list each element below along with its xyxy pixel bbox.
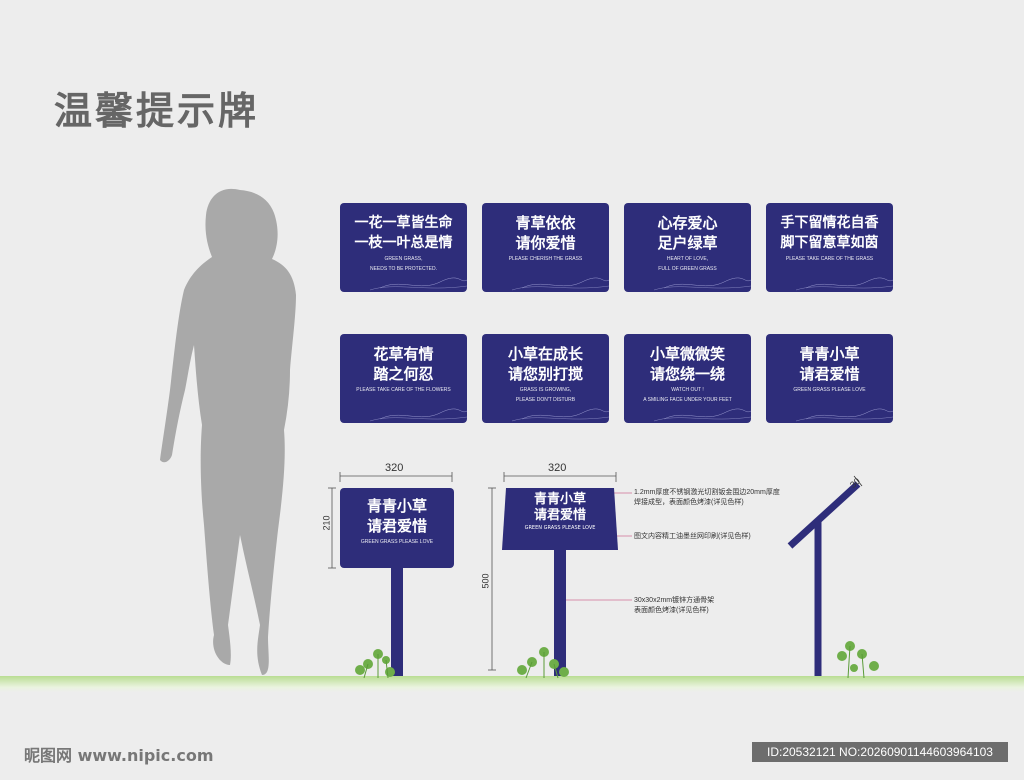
sign-6: 小草在成长请您别打搅 GRASS IS GROWING, PLEASE DON'T …: [482, 334, 609, 423]
side-view-diagram: [787, 475, 863, 678]
front-sign-en1: GREEN GRASS PLEASE LOVE: [360, 539, 434, 545]
sign-7: 小草微微笑请您绕一绕 WATCH OUT ! A SMILING FACE UNDE…: [624, 334, 751, 423]
front-height-label: 210: [321, 515, 332, 531]
sign-cn-line1: 心存爱心: [657, 214, 718, 232]
sign-8: 青青小草请君爱惜 GREEN GRASS PLEASE LOVE: [766, 334, 893, 423]
detail-sign-dimensions: [488, 472, 632, 671]
sign-cn-line1: 手下留情花自香: [780, 215, 879, 231]
detail-sign-cn1: 青青小草: [533, 492, 586, 507]
sign-wave-decoration: [653, 408, 751, 422]
sign-cn-line1: 小草微微笑: [649, 345, 725, 363]
sign-cn-line2: 踏之何忍: [373, 365, 434, 383]
callout-material-line2: 焊接成型，表面颜色烤漆(详见色样): [634, 499, 744, 506]
sign-cn-line1: 青青小草: [799, 345, 860, 363]
sign-3: 心存爱心足户绿草 HEART OF LOVE, FULL OF GREEN GRAS…: [624, 203, 751, 292]
sign-wave-decoration: [795, 277, 893, 291]
clover-plant-1: [355, 649, 395, 679]
detail-width-label: 320: [548, 462, 567, 474]
sign-wave-decoration: [369, 277, 467, 291]
sign-en-line1: PLEASE CHERISH THE GRASS: [508, 256, 583, 262]
front-sign-cn2: 请君爱惜: [366, 517, 427, 535]
sign-cn-line1: 青草依依: [515, 214, 576, 232]
sign-en-line1: PLEASE TAKE CARE OF THE GRASS: [785, 256, 874, 262]
callout-frame-line1: 30x30x2mm镀锌方通骨架: [634, 597, 715, 604]
callout-frame: 30x30x2mm镀锌方通骨架 表面颜色烤漆(详见色样): [634, 596, 714, 616]
sign-cn-line2: 请君爱惜: [799, 365, 860, 383]
sign-cn-line2: 一枝一叶总是情: [354, 235, 453, 251]
woman-silhouette: [160, 188, 296, 675]
sign-cn-line2: 脚下留意草如茵: [780, 235, 879, 251]
sign-4: 手下留情花自香脚下留意草如茵 PLEASE TAKE CARE OF THE GR…: [766, 203, 893, 292]
sign-en-line1: PLEASE TAKE CARE OF THE FLOWERS: [356, 387, 451, 393]
detail-sign-cn2: 请君爱惜: [533, 508, 586, 523]
sign-cn-line1: 花草有情: [373, 345, 434, 363]
sign-wave-decoration: [369, 408, 467, 422]
detail-height-label: 500: [480, 573, 491, 589]
sign-en-line1: WATCH OUT !: [671, 387, 704, 393]
sign-5: 花草有情踏之何忍 PLEASE TAKE CARE OF THE FLOWERS: [340, 334, 467, 423]
sign-en-line1: GREEN GRASS,: [384, 256, 423, 262]
sign-en-line1: HEART OF LOVE,: [666, 256, 709, 262]
clover-plant-3: [837, 641, 879, 679]
page-title: 温馨提示牌: [54, 89, 260, 133]
sign-en-line2: NEEDS TO BE PROTECTED.: [369, 266, 438, 272]
callout-material-line1: 1.2mm厚度不锈钢激光切割钣金围边20mm厚度: [634, 489, 780, 496]
sign-en-line1: GREEN GRASS PLEASE LOVE: [793, 387, 866, 393]
sign-en-line1: GRASS IS GROWING,: [519, 387, 572, 393]
clover-plant-2: [517, 647, 569, 679]
watermark-logo: 昵图网 www.nipic.com: [24, 746, 214, 765]
sign-cn-line2: 请您绕一绕: [649, 365, 725, 383]
sign-cn-line2: 请你爱惜: [515, 234, 576, 252]
callout-print: 图文内容精工油墨丝网印刷(详见色样): [634, 533, 751, 540]
callout-material: 1.2mm厚度不锈钢激光切割钣金围边20mm厚度 焊接成型，表面颜色烤漆(详见色…: [634, 488, 780, 508]
front-sign-cn1: 青青小草: [366, 497, 427, 515]
sign-en-line2: A SMILING FACE UNDER YOUR FEET: [643, 397, 732, 403]
watermark-id-bar: ID:20532121 NO:20260901144603964103: [752, 742, 1008, 762]
ground-grass: [0, 676, 1024, 692]
sign-2: 青草依依请你爱惜 PLEASE CHERISH THE GRASS: [482, 203, 609, 292]
detail-sign-en1: GREEN GRASS PLEASE LOVE: [524, 525, 596, 531]
sign-wave-decoration: [511, 408, 609, 422]
sign-1: 一花一草皆生命一枝一叶总是情 GREEN GRASS, NEEDS TO BE PR…: [340, 203, 467, 292]
sign-cn-line2: 足户绿草: [657, 234, 718, 252]
sign-wave-decoration: [653, 277, 751, 291]
sign-wave-decoration: [511, 277, 609, 291]
sign-wave-decoration: [795, 408, 893, 422]
front-width-label: 320: [385, 462, 404, 474]
sign-cn-line2: 请您别打搅: [507, 365, 583, 383]
sign-en-line2: FULL OF GREEN GRASS: [658, 266, 717, 272]
front-sign-post: [391, 565, 403, 677]
detail-sign-post: [554, 548, 566, 676]
detail-sign-panel: [502, 488, 618, 550]
callout-frame-line2: 表面颜色烤漆(详见色样): [634, 607, 709, 614]
sign-cn-line1: 一花一草皆生命: [354, 215, 453, 231]
sign-en-line2: PLEASE DON'T DISTURB: [515, 397, 576, 403]
sign-cn-line1: 小草在成长: [507, 345, 583, 363]
front-sign-dimensions: [328, 472, 453, 569]
detail-sign-text: 青青小草 请君爱惜 GREEN GRASS PLEASE LOVE: [502, 492, 618, 532]
front-sign-panel: 青青小草 请君爱惜 GREEN GRASS PLEASE LOVE: [340, 488, 454, 568]
